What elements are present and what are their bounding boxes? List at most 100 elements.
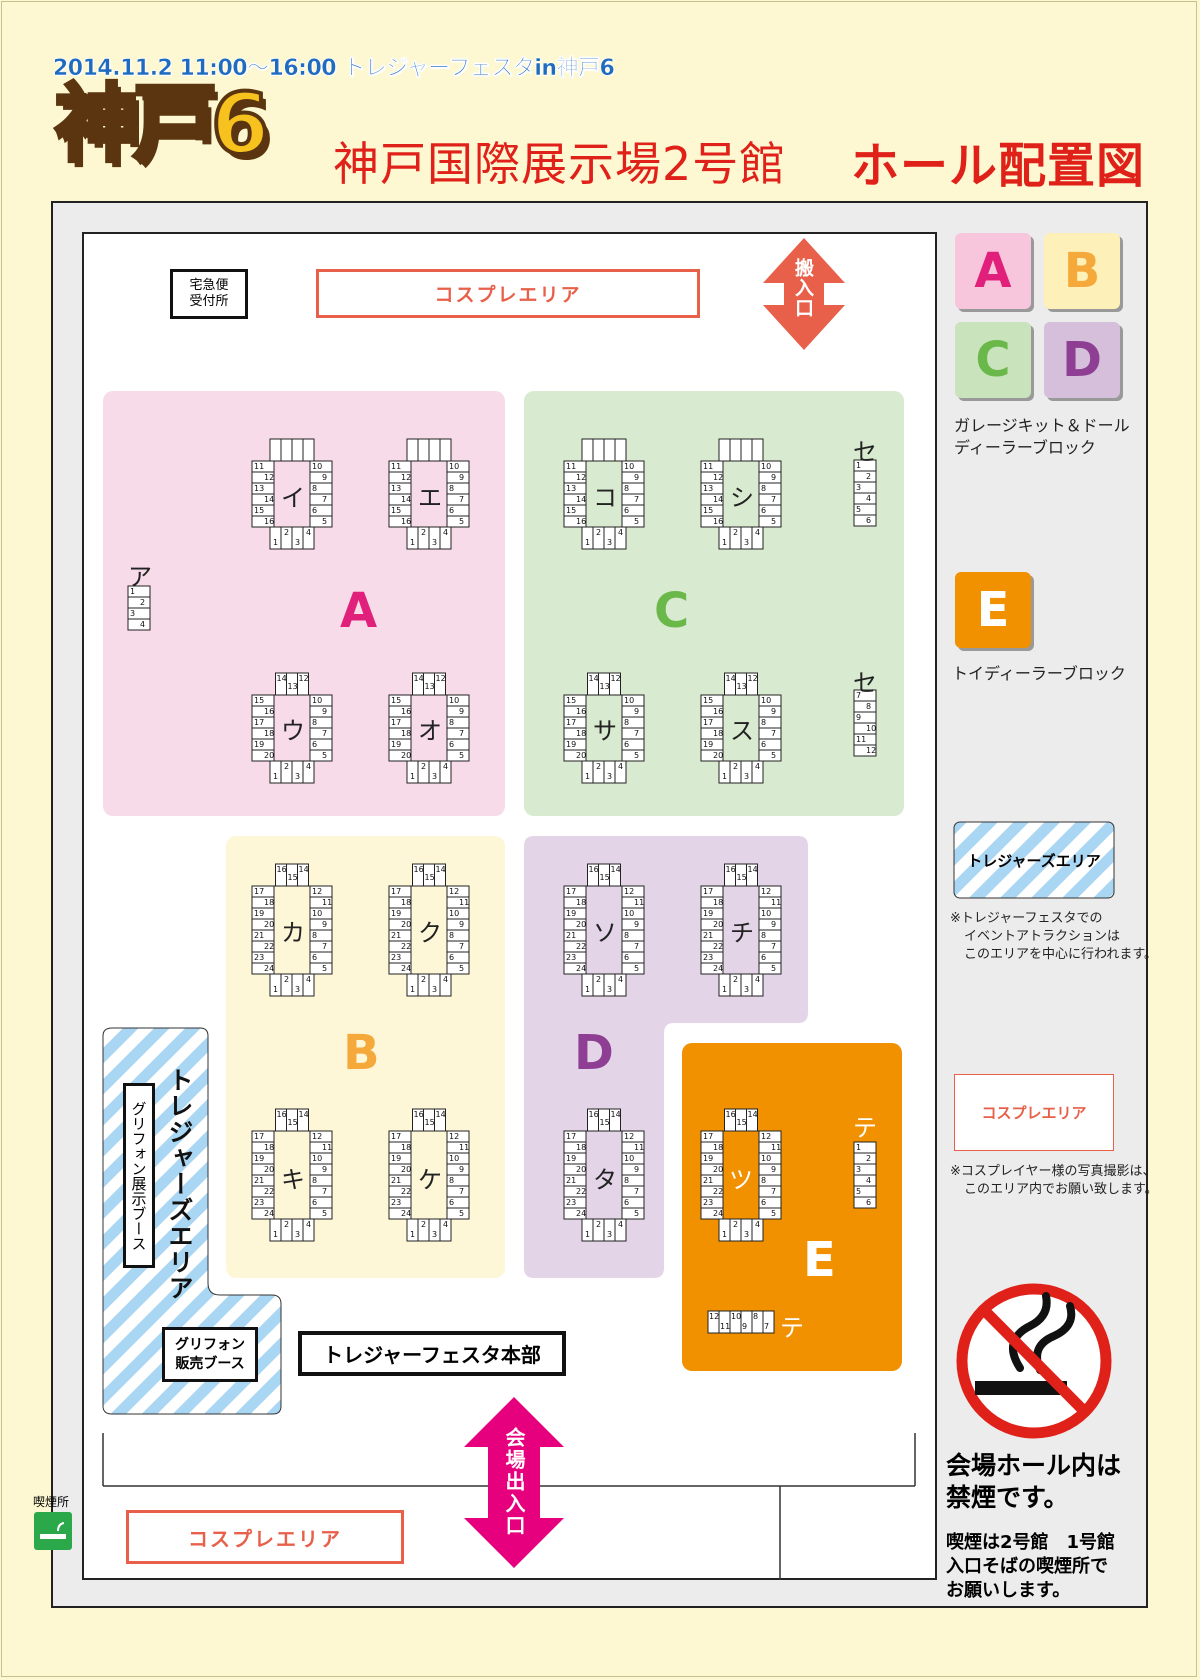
- booth-number: 5: [459, 964, 464, 973]
- booth-number: 10: [866, 724, 876, 733]
- booth-number: 9: [771, 1165, 776, 1174]
- booth-number: 9: [459, 473, 464, 482]
- booth-number: 21: [391, 931, 401, 940]
- booth-number: 16: [589, 1110, 599, 1119]
- booth-number: 13: [425, 682, 435, 691]
- booth-number: 15: [425, 873, 435, 882]
- booth-number: 14: [576, 495, 586, 504]
- event-logo: 神戸6: [53, 75, 271, 173]
- booth-number: 11: [391, 462, 401, 471]
- booth-number: 21: [566, 931, 576, 940]
- booth-number: 22: [401, 1187, 411, 1196]
- booth-number: 1: [410, 985, 415, 994]
- booth-number: 4: [618, 528, 623, 537]
- booth-number: 7: [322, 495, 327, 504]
- booth-number: 12: [436, 674, 446, 683]
- booth-number: 9: [634, 1165, 639, 1174]
- booth-number: 23: [391, 953, 401, 962]
- booth-number: 4: [140, 620, 145, 629]
- booth-number: 19: [703, 909, 713, 918]
- block-e: エ: [418, 484, 442, 512]
- booth-number: 17: [703, 1132, 713, 1141]
- booth-number: 22: [713, 1187, 723, 1196]
- booth-number: 4: [443, 528, 448, 537]
- block-ko: コ: [593, 484, 617, 512]
- booth-number: 12: [576, 473, 586, 482]
- booth-number: 1: [722, 772, 727, 781]
- booth-number: 2: [733, 528, 738, 537]
- booth-table: [585, 885, 623, 975]
- booth-number: 3: [295, 538, 300, 547]
- gryphon-sales-line2: 販売ブース: [175, 1355, 245, 1372]
- booth-number: 11: [566, 462, 576, 471]
- booth-number: 4: [866, 494, 871, 503]
- booth-number: 15: [703, 696, 713, 705]
- booth-number: 13: [566, 484, 576, 493]
- booth-number: 20: [264, 920, 274, 929]
- booth-number: 19: [703, 740, 713, 749]
- booth-number: 10: [624, 462, 634, 471]
- booth-number: 11: [322, 1143, 332, 1152]
- booth-number: 10: [312, 696, 322, 705]
- smoking-note-1: 喫煙は2号館 1号館: [946, 1532, 1116, 1553]
- booth-number: 13: [737, 682, 747, 691]
- booth-number: 10: [312, 462, 322, 471]
- booth-number: 7: [634, 1187, 639, 1196]
- booth-number: 18: [713, 1143, 723, 1152]
- booth-number: 18: [401, 729, 411, 738]
- booth-number: 1: [585, 985, 590, 994]
- booth-number: 19: [566, 909, 576, 918]
- booth-number: 14: [264, 495, 274, 504]
- booth-number: 2: [284, 1220, 289, 1229]
- map-title: ホール配置図: [851, 138, 1146, 194]
- booth-number: 19: [391, 740, 401, 749]
- legend-a: A: [955, 233, 1031, 309]
- booth-number: 20: [401, 1165, 411, 1174]
- booth-number: 5: [459, 517, 464, 526]
- booth-number: 1: [410, 538, 415, 547]
- booth-number: 2: [866, 472, 871, 481]
- booth-number: 18: [401, 1143, 411, 1152]
- booth-number: 5: [634, 1209, 639, 1218]
- booth-number: 7: [322, 942, 327, 951]
- booth-table: [585, 460, 623, 528]
- booth-number: 15: [288, 1118, 298, 1127]
- booth-number: 8: [753, 1312, 758, 1321]
- legend-treasure-label: トレジャーズエリア: [967, 851, 1101, 870]
- booth-number: 7: [322, 729, 327, 738]
- booth-number: 2: [733, 1220, 738, 1229]
- booth-number: 8: [624, 931, 629, 940]
- booth-number: 3: [607, 538, 612, 547]
- booth-number: 18: [713, 729, 723, 738]
- booth-number: 15: [703, 506, 713, 515]
- booth-number: 21: [703, 931, 713, 940]
- booth-number: 6: [449, 740, 454, 749]
- booth-number: 2: [421, 762, 426, 771]
- booth-number: 12: [611, 674, 621, 683]
- booth-number: 9: [771, 473, 776, 482]
- booth-number: 11: [771, 1143, 781, 1152]
- booth-number: 6: [312, 740, 317, 749]
- legend-abcd-desc-2: ディーラーブロック: [954, 438, 1096, 457]
- booth-table: [585, 694, 623, 762]
- booth-number: 2: [596, 1220, 601, 1229]
- booth-number: 8: [624, 1176, 629, 1185]
- booth-number: 10: [449, 462, 459, 471]
- booth-number: 6: [449, 953, 454, 962]
- booth-table: [585, 1130, 623, 1220]
- booth-number: 24: [713, 1209, 723, 1218]
- booth-number: 4: [618, 1220, 623, 1229]
- booth-number: 13: [391, 484, 401, 493]
- booth-number: 21: [254, 1176, 264, 1185]
- booth-number: 14: [299, 1110, 309, 1119]
- booth-number: 22: [576, 1187, 586, 1196]
- booth-number: 11: [856, 735, 866, 744]
- booth-number: 8: [449, 718, 454, 727]
- booth-number: 18: [576, 898, 586, 907]
- booth-number: 12: [624, 1132, 634, 1141]
- legend-cosplay-swatch: コスプレエリア: [954, 1074, 1114, 1151]
- booth-number: 15: [566, 696, 576, 705]
- booth-number: 1: [273, 1230, 278, 1239]
- booth-number: 10: [761, 909, 771, 918]
